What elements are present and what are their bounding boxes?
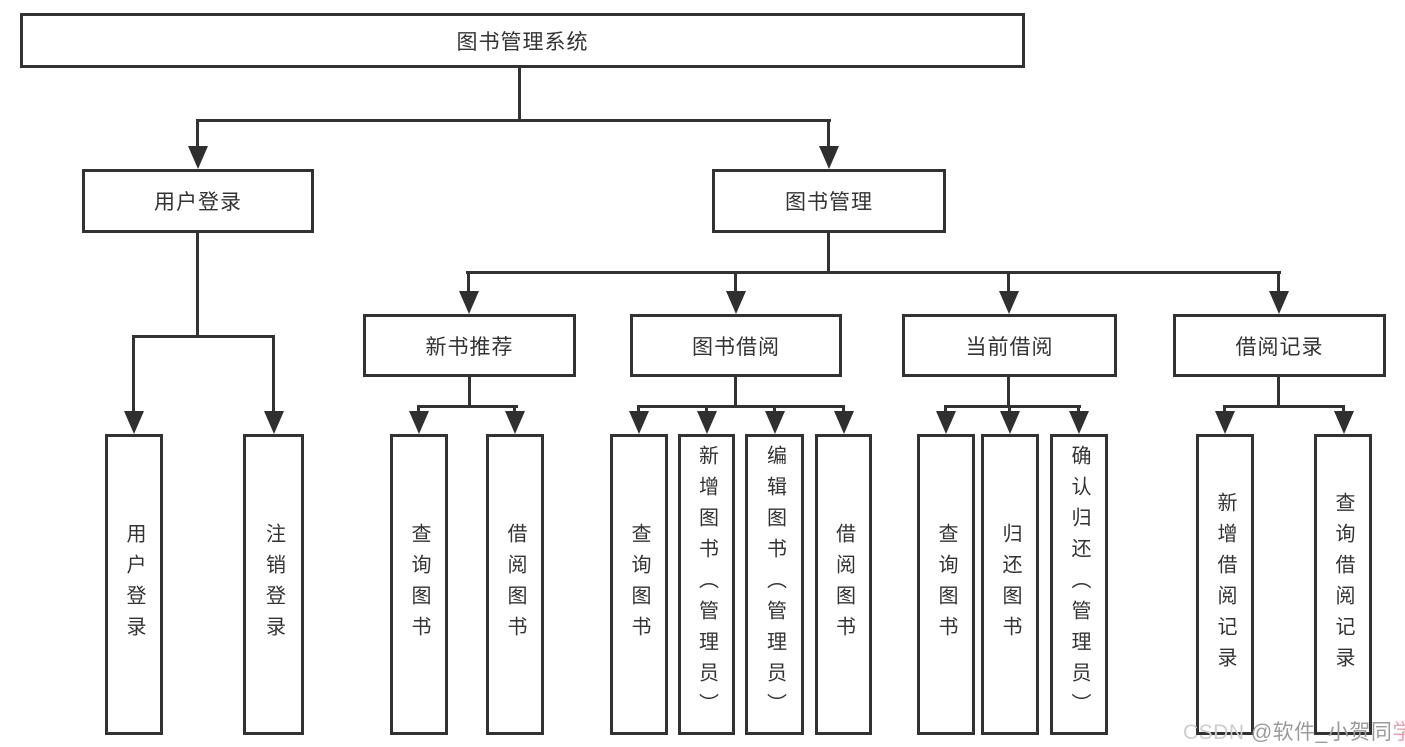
- arrowhead-edit-book-admin: [765, 411, 785, 434]
- watermark-brand: CSDN: [1183, 721, 1251, 744]
- connector-user-login-branch: [132, 335, 275, 338]
- node-root-label: 图书管理系统: [456, 30, 589, 54]
- arrowhead-logout: [264, 411, 284, 434]
- connector-borrow-record-trunk: [1277, 377, 1280, 408]
- node-borrow-record-label: 借阅记录: [1235, 335, 1324, 359]
- watermark-username: @软件_小贺同: [1250, 721, 1393, 744]
- watermark: CSDN @软件_小贺同学: [1183, 716, 1405, 746]
- arrowhead-current-borrow: [999, 291, 1019, 314]
- node-logout-label: 注销登录: [262, 522, 285, 647]
- node-add-borrow-record-label: 新增借阅记录: [1214, 491, 1236, 678]
- node-borrow-book-2-label: 借阅图书: [832, 522, 855, 647]
- connector-level2-branch: [196, 119, 831, 122]
- node-query-borrow-record-label: 查询借阅记录: [1332, 491, 1354, 678]
- node-add-book-admin: 新增图书（管理员）: [678, 434, 735, 735]
- arrowhead-user-login: [188, 146, 208, 169]
- connector-current-borrow-trunk: [1007, 377, 1010, 408]
- connector-arrow-stem: [944, 405, 947, 411]
- node-add-borrow-record: 新增借阅记录: [1196, 434, 1254, 735]
- connector-new-book-rec-branch: [417, 405, 518, 408]
- arrowhead-book-borrow: [726, 291, 746, 314]
- node-user-login-v: 用户登录: [105, 434, 163, 735]
- connector-arrow-stem: [272, 335, 275, 411]
- node-add-book-admin-label: 新增图书（管理员）: [695, 445, 718, 724]
- node-user-login-label: 用户登录: [154, 191, 242, 214]
- arrowhead-confirm-return: [1069, 411, 1089, 434]
- node-book-mgmt: 图书管理: [712, 169, 946, 233]
- node-edit-book-admin: 编辑图书（管理员）: [745, 434, 804, 735]
- node-query-book-2-label: 查询图书: [628, 522, 650, 647]
- connector-new-book-rec-trunk: [468, 377, 471, 408]
- node-new-book-rec: 新书推荐: [363, 314, 576, 377]
- node-query-book-2: 查询图书: [610, 434, 668, 735]
- connector-arrow-stem: [1007, 271, 1010, 291]
- node-return-book-label: 归还图书: [999, 522, 1021, 647]
- connector-arrow-stem: [1077, 405, 1080, 411]
- connector-arrow-stem: [734, 271, 737, 291]
- node-query-book-1-label: 查询图书: [408, 522, 430, 647]
- node-logout: 注销登录: [243, 434, 304, 735]
- connector-arrow-stem: [1223, 405, 1226, 411]
- node-book-borrow-label: 图书借阅: [692, 335, 780, 359]
- arrowhead-return-book: [1000, 411, 1020, 434]
- connector-user-login-trunk: [196, 233, 199, 338]
- connector-arrow-stem: [513, 405, 516, 411]
- connector-arrow-stem: [467, 271, 470, 291]
- arrowhead-query-book-2: [629, 411, 649, 434]
- arrowhead-query-borrow-record: [1334, 411, 1354, 434]
- connector-arrow-stem: [842, 405, 845, 411]
- arrowhead-query-book-1: [409, 411, 429, 434]
- node-borrow-book-1-label: 借阅图书: [504, 522, 526, 647]
- arrowhead-new-book-rec: [459, 291, 479, 314]
- connector-arrow-stem: [773, 405, 776, 411]
- connector-arrow-stem: [132, 335, 135, 411]
- node-query-book-3: 查询图书: [917, 434, 975, 735]
- arrowhead-book-mgmt: [819, 146, 839, 169]
- node-current-borrow-label: 当前借阅: [965, 335, 1054, 359]
- node-query-book-3-label: 查询图书: [935, 522, 957, 647]
- node-root: 图书管理系统: [20, 13, 1025, 68]
- node-borrow-book-1: 借阅图书: [486, 434, 544, 735]
- connector-arrow-stem: [1342, 405, 1345, 411]
- node-query-borrow-record: 查询借阅记录: [1314, 434, 1372, 735]
- node-borrow-record: 借阅记录: [1173, 314, 1386, 377]
- node-book-mgmt-label: 图书管理: [785, 191, 873, 214]
- node-current-borrow: 当前借阅: [902, 314, 1117, 377]
- node-new-book-rec-label: 新书推荐: [425, 335, 514, 359]
- arrowhead-query-book-3: [936, 411, 956, 434]
- arrowhead-borrow-record: [1269, 291, 1289, 314]
- node-confirm-return-admin-label: 确认归还（管理员）: [1068, 445, 1090, 724]
- arrowhead-add-borrow-record: [1215, 411, 1235, 434]
- arrowhead-borrow-book-2: [834, 411, 854, 434]
- connector-borrow-record-branch: [1223, 405, 1345, 408]
- node-confirm-return-admin: 确认归还（管理员）: [1050, 434, 1108, 735]
- arrowhead-user-login-v: [124, 411, 144, 434]
- connector-arrow-stem: [196, 119, 199, 146]
- node-return-book: 归还图书: [981, 434, 1039, 735]
- connector-arrow-stem: [1008, 405, 1011, 411]
- arrowhead-add-book-admin: [697, 411, 717, 434]
- node-query-book-1: 查询图书: [390, 434, 448, 735]
- connector-arrow-stem: [1277, 271, 1280, 291]
- connector-book-mgmt-trunk: [827, 233, 830, 274]
- node-user-login-v-label: 用户登录: [123, 522, 145, 647]
- connector-book-borrow-branch: [637, 405, 845, 408]
- arrowhead-borrow-book-1: [505, 411, 525, 434]
- connector-current-borrow-branch: [944, 405, 1081, 408]
- connector-arrow-stem: [827, 119, 830, 146]
- connector-arrow-stem: [637, 405, 640, 411]
- node-book-borrow: 图书借阅: [630, 314, 842, 377]
- connector-root-trunk: [518, 68, 521, 121]
- node-borrow-book-2: 借阅图书: [815, 434, 872, 735]
- node-edit-book-admin-label: 编辑图书（管理员）: [763, 445, 786, 724]
- connector-book-borrow-trunk: [734, 377, 737, 408]
- node-user-login: 用户登录: [82, 169, 314, 233]
- connector-level3-branch: [466, 271, 1281, 274]
- connector-arrow-stem: [417, 405, 420, 411]
- watermark-username-accent: 学: [1392, 721, 1405, 744]
- connector-arrow-stem: [705, 405, 708, 411]
